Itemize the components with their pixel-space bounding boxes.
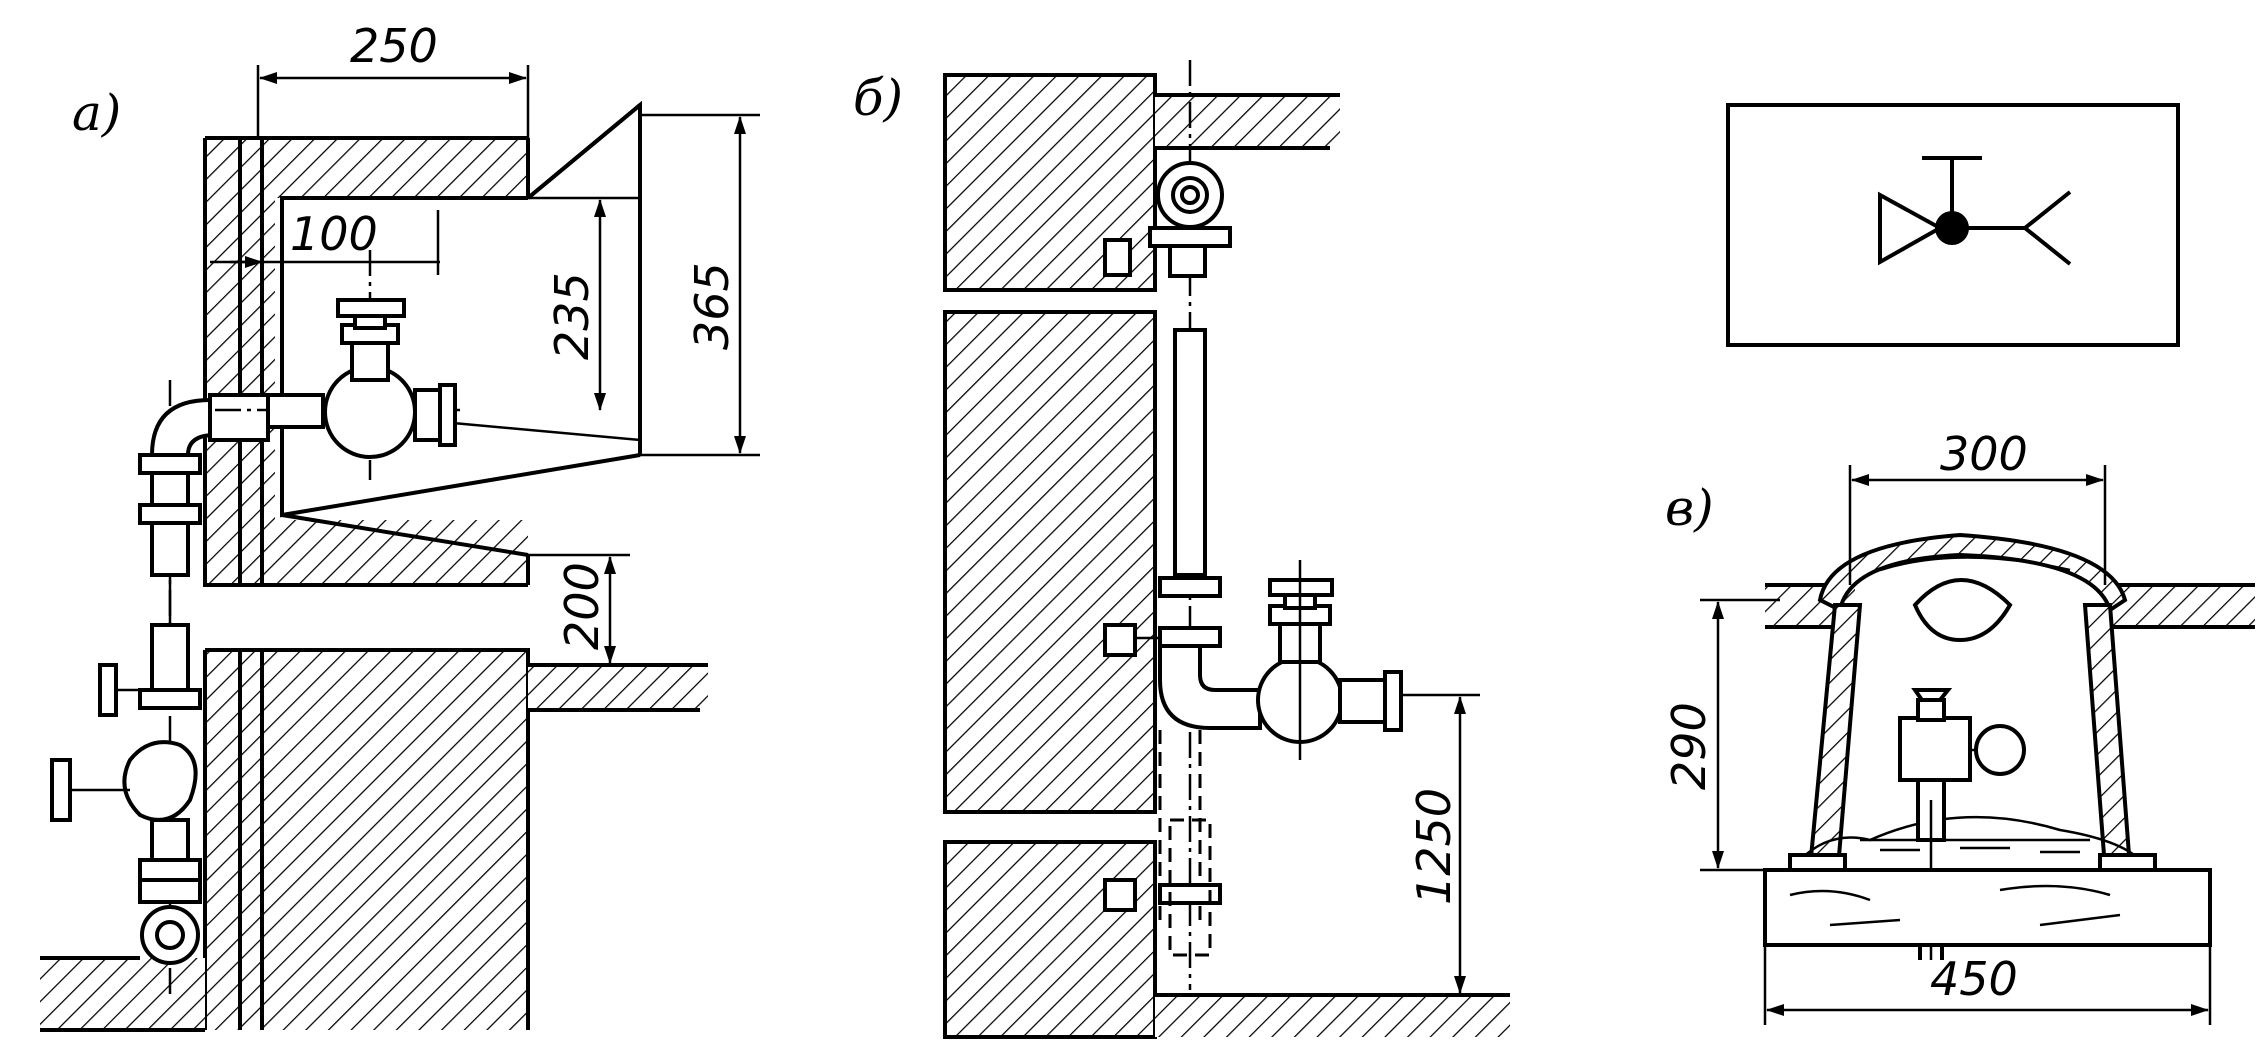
panel-c-well [1788, 532, 2157, 960]
dim-1250: 1250 [1407, 788, 1461, 905]
panel-c: в) [1662, 427, 2255, 1025]
panel-b-riser [1103, 60, 1403, 990]
dim-300: 300 [1940, 427, 2028, 481]
dim-250: 250 [350, 19, 438, 73]
panel-c-label: в) [1665, 479, 1714, 537]
dim-235: 235 [545, 272, 599, 360]
panel-a-wall-upper [203, 100, 642, 587]
dim-200: 200 [555, 562, 609, 650]
panel-c-slab [1765, 583, 2255, 629]
panel-c-dimensions: 300 290 450 [1662, 427, 2212, 1025]
valve-symbol-icon [1878, 156, 2072, 266]
panel-b-wall [943, 73, 1510, 1039]
panel-b: б) [853, 60, 1510, 1039]
panel-c-base [1763, 868, 2212, 947]
panel-a-riser [50, 380, 270, 1000]
panel-a-label: a) [72, 84, 121, 142]
panel-a-dimensions: 250 100 235 365 200 [210, 19, 760, 664]
panel-b-label: б) [853, 69, 903, 127]
dim-450: 450 [1930, 952, 2018, 1006]
panel-b-dimensions: 1250 [1400, 693, 1480, 994]
panel-a-valve [215, 250, 460, 480]
dim-100: 100 [290, 207, 378, 261]
dim-365: 365 [685, 262, 739, 350]
dim-290: 290 [1662, 702, 1716, 790]
panel-a: a) [40, 19, 760, 1032]
valve-symbol-box [1726, 103, 2180, 347]
panel-a-wall-lower [40, 648, 708, 1032]
